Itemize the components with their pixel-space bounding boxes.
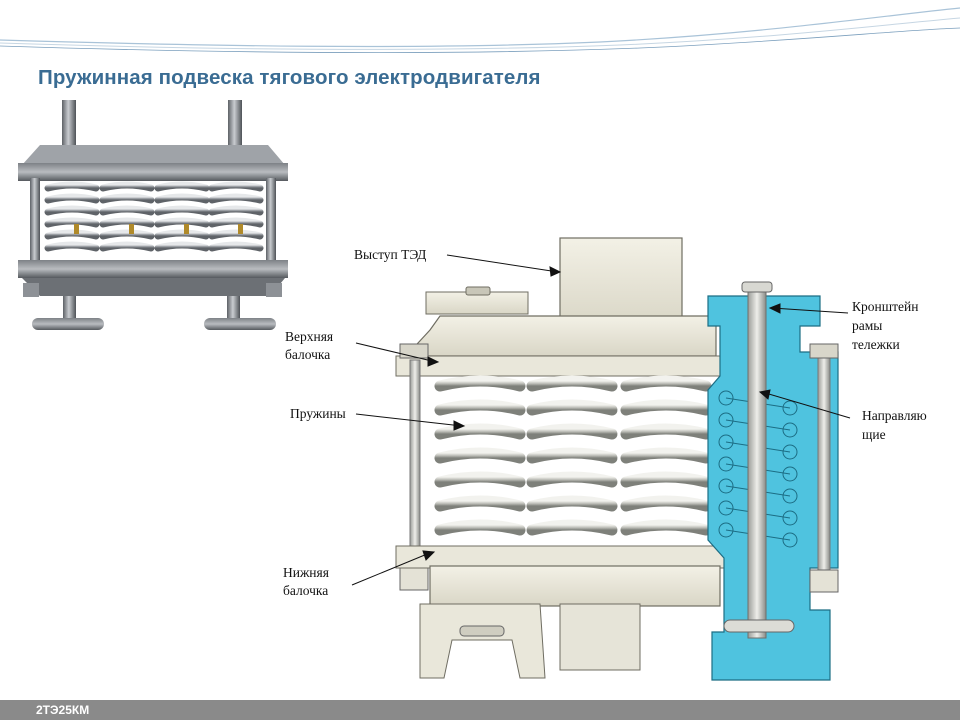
lower-beam [429,565,721,607]
footer-bar: 2ТЭ25КМ [0,700,960,720]
label-guides-line2: щие [862,427,886,442]
label-bracket-line1: Кронштейн [852,299,919,314]
label-ted-lug: Выступ ТЭД [354,247,427,262]
label-bracket-line2: рамы [852,318,883,333]
label-upper-beam-line2: балочка [285,347,331,362]
header-wave-1 [0,7,960,48]
ted-lug [559,237,683,327]
label-springs: Пружины [290,406,346,421]
label-guides-line1: Направляю [862,408,927,423]
page-title: Пружинная подвеска тягового электродвига… [38,66,541,89]
upper-beam [404,315,717,357]
label-lower-beam-line1: Нижняя [283,565,329,580]
leader-lines [351,254,851,586]
header-wave-2 [0,17,960,50]
header-wave-3 [0,27,960,54]
label-lower-beam-line2: балочка [283,583,329,598]
label-upper-beam-line1: Верхняя [285,329,334,344]
label-bracket-line3: тележки [852,337,900,352]
footer-model: 2ТЭ25КМ [36,703,90,717]
